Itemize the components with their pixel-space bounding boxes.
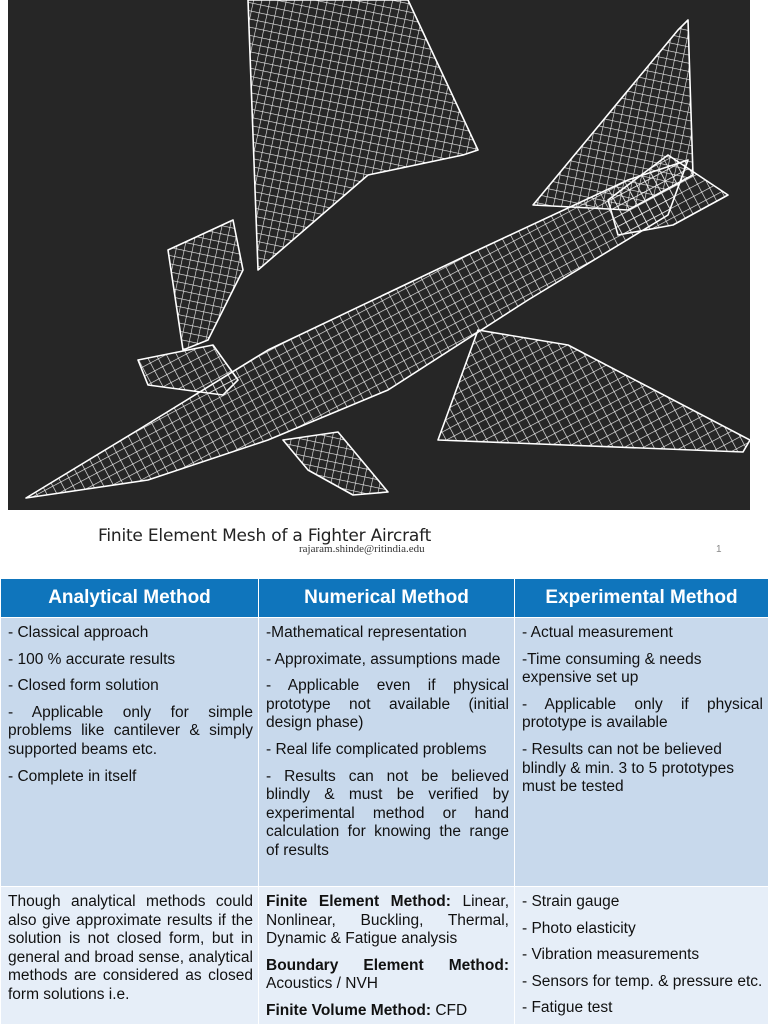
experimental-characteristics-cell: - Actual measurement -Time consuming & n… xyxy=(514,617,768,887)
analytical-characteristics-cell: - Classical approach - 100 % accurate re… xyxy=(0,617,259,887)
list-item: - Sensors for temp. & pressure etc. xyxy=(522,972,763,990)
header-experimental-method: Experimental Method xyxy=(514,578,768,618)
list-item: Finite Volume Method: CFD xyxy=(266,1002,509,1021)
list-item: - Applicable only for simple problems li… xyxy=(8,703,253,758)
fem-title: Finite Element Method: xyxy=(266,893,451,910)
list-item: - Complete in itself xyxy=(8,767,137,785)
list-item: - Applicable only if physical prototype … xyxy=(522,695,763,732)
analytical-note-cell: Though analytical methods could also giv… xyxy=(0,886,259,1024)
bem-title: Boundary Element Method: xyxy=(266,956,509,974)
experimental-techniques-cell: - Strain gauge - Photo elasticity - Vibr… xyxy=(514,886,768,1024)
fem-text: Linear, Nonlinear, Buckling, Thermal, Dy… xyxy=(266,893,509,948)
list-item: - 100 % accurate results xyxy=(8,650,176,668)
page-number: 1 xyxy=(716,544,722,555)
list-item: Boundary Element Method: Acoustics / NVH xyxy=(266,957,509,994)
aircraft-wireframe-graphic xyxy=(25,0,750,499)
list-item: - Vibration measurements xyxy=(522,946,700,964)
list-item: -Mathematical representation xyxy=(266,624,467,641)
fvm-title: Finite Volume Method: xyxy=(266,1001,432,1019)
figure-caption: Finite Element Mesh of a Fighter Aircraf… xyxy=(98,526,432,546)
list-item: - Actual measurement xyxy=(522,624,673,641)
slide-methods-comparison: Analytical Method Numerical Method Exper… xyxy=(0,578,768,1024)
header-numerical-method: Numerical Method xyxy=(258,578,515,618)
list-item: - Results can not be believed blindly & … xyxy=(266,767,509,859)
table-header-row: Analytical Method Numerical Method Exper… xyxy=(0,578,768,618)
list-item: - Results can not be believed blindly & … xyxy=(522,740,734,796)
list-item: Finite Element Method: Linear, Nonlinear… xyxy=(266,893,509,949)
list-item: -Time consuming & needs expensive set up xyxy=(522,650,702,687)
list-item: - Closed form solution xyxy=(8,677,159,695)
table-row: - Classical approach - 100 % accurate re… xyxy=(0,617,768,887)
numerical-characteristics-cell: -Mathematical representation - Approxima… xyxy=(258,617,515,887)
list-item: - Photo elasticity xyxy=(522,919,636,937)
list-item: - Real life complicated problems xyxy=(266,740,487,758)
numerical-methods-cell: Finite Element Method: Linear, Nonlinear… xyxy=(258,886,515,1024)
table-row: Though analytical methods could also giv… xyxy=(0,886,768,1024)
bem-text: Acoustics / NVH xyxy=(266,975,378,993)
slide-fighter-mesh: Finite Element Mesh of a Fighter Aircraf… xyxy=(8,0,750,555)
header-analytical-method: Analytical Method xyxy=(0,578,259,618)
list-item: - Fatigue test xyxy=(522,999,613,1017)
analytical-note-text: Though analytical methods could also giv… xyxy=(8,893,253,1003)
list-item: - Applicable even if physical prototype … xyxy=(266,677,509,732)
list-item: - Classical approach xyxy=(8,624,149,641)
fvm-text: CFD xyxy=(431,1001,468,1019)
author-email: rajaram.shinde@ritindia.edu xyxy=(299,543,425,555)
fighter-aircraft-mesh-image xyxy=(8,0,750,510)
methods-comparison-table: Analytical Method Numerical Method Exper… xyxy=(0,578,768,1024)
list-item: - Approximate, assumptions made xyxy=(266,650,501,668)
list-item: - Strain gauge xyxy=(522,893,620,910)
